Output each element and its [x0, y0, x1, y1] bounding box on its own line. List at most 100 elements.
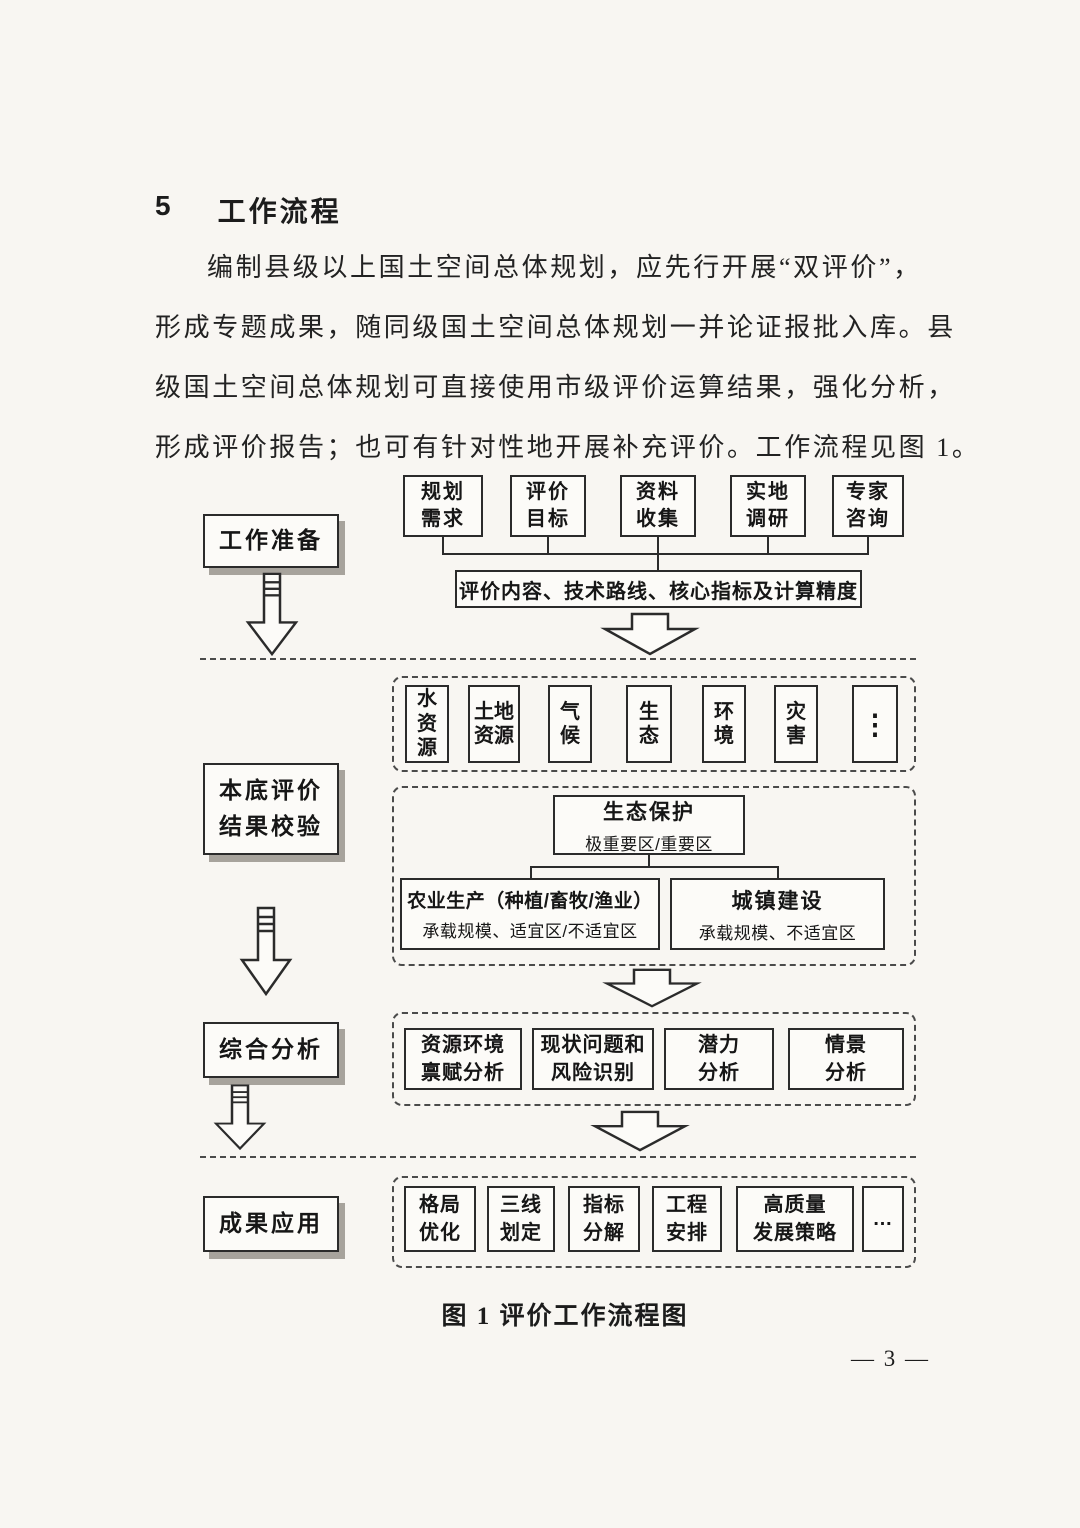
connector-line	[442, 537, 444, 554]
agriculture-title: 农业生产（种植/畜牧/渔业）	[407, 891, 653, 912]
down-arrow-icon	[603, 612, 697, 656]
eco-protection-box: 生态保护 极重要区/重要区	[553, 795, 745, 855]
app-box-pattern-optimization: 格局 优化	[404, 1186, 476, 1252]
stage-box-comprehensive-analysis: 综合分析	[203, 1022, 339, 1078]
down-arrow-icon	[214, 1084, 266, 1150]
eco-protection-title: 生态保护	[603, 800, 695, 824]
analysis-box-problems-risks: 现状问题和 风险识别	[532, 1028, 654, 1090]
element-label: 土地资源	[474, 700, 514, 747]
element-box-ecology: 生态	[626, 685, 672, 763]
phase-separator-line	[200, 658, 916, 660]
phase-separator-line	[200, 1156, 916, 1158]
connector-line	[777, 866, 779, 878]
analysis-label-line: 资源环境	[421, 1034, 505, 1056]
stage-label-line: 结果校验	[219, 813, 323, 839]
prep-output-label: 评价内容、技术路线、核心指标及计算精度	[459, 580, 858, 603]
input-label-line: 咨询	[846, 508, 890, 530]
analysis-box-endowment: 资源环境 禀赋分析	[404, 1028, 522, 1090]
eco-protection-subtitle: 极重要区/重要区	[585, 834, 713, 854]
app-box-project-arrangement: 工程 安排	[652, 1186, 722, 1252]
stage-label: 成果应用	[219, 1210, 323, 1237]
input-box-expert-consultation: 专家 咨询	[832, 475, 904, 537]
page-number: — 3 —	[851, 1346, 930, 1371]
input-label-line: 调研	[746, 508, 790, 530]
input-label-line: 资料	[636, 481, 680, 503]
app-label-line: 安排	[666, 1222, 708, 1244]
input-box-field-research: 实地 调研	[730, 475, 806, 537]
stage-box-baseline-evaluation: 本底评价 结果校验	[203, 763, 339, 855]
analysis-label-line: 风险识别	[551, 1062, 635, 1084]
down-arrow-icon	[246, 572, 298, 656]
agriculture-subtitle: 承载规模、适宜区/不适宜区	[422, 922, 638, 941]
down-arrow-icon	[605, 968, 699, 1008]
app-label-line: 分解	[583, 1222, 625, 1244]
analysis-label-line: 分析	[698, 1062, 740, 1084]
element-box-land-resources: 土地资源	[468, 685, 520, 763]
app-label-line: 指标	[583, 1194, 625, 1216]
input-label-line: 规划	[421, 481, 465, 503]
input-label-line: 收集	[636, 508, 680, 530]
vertical-ellipsis-icon: ⋮	[861, 708, 889, 740]
element-box-disaster: 灾害	[774, 685, 818, 763]
element-label: 气候	[560, 700, 580, 747]
agriculture-production-box: 农业生产（种植/畜牧/渔业） 承载规模、适宜区/不适宜区	[400, 878, 660, 950]
connector-line	[867, 537, 869, 554]
analysis-group-frame	[392, 1012, 916, 1106]
input-box-planning-demand: 规划 需求	[403, 475, 483, 537]
element-label: 水资源	[417, 688, 437, 760]
app-label-line: 格局	[419, 1194, 461, 1216]
app-label-line: 优化	[419, 1222, 461, 1244]
app-label-line: 划定	[500, 1222, 542, 1244]
section-number: 5	[155, 190, 174, 221]
input-label-line: 专家	[846, 481, 890, 503]
element-label: 生态	[639, 700, 659, 747]
analysis-label-line: 现状问题和	[540, 1034, 646, 1056]
input-label-line: 评价	[526, 481, 570, 503]
down-arrow-icon	[240, 906, 292, 996]
input-label-line: 实地	[746, 481, 790, 503]
connector-line	[648, 855, 650, 867]
connector-line	[657, 537, 659, 554]
section-title: 工作流程	[217, 196, 342, 227]
element-box-environment: 环境	[702, 685, 746, 763]
stage-label: 综合分析	[219, 1036, 323, 1063]
app-box-indicator-decomposition: 指标 分解	[568, 1186, 640, 1252]
element-box-water-resources: 水资源	[405, 685, 449, 763]
element-label: 灾害	[786, 700, 806, 747]
connector-line	[767, 537, 769, 554]
analysis-label-line: 分析	[825, 1062, 867, 1084]
paragraph-line: 形成评价报告；也可有针对性地开展补充评价。工作流程见图 1。	[155, 433, 981, 462]
analysis-label-line: 潜力	[698, 1034, 740, 1056]
app-box-high-quality-strategy: 高质量 发展策略	[736, 1186, 854, 1252]
figure-caption: 图 1 评价工作流程图	[441, 1303, 689, 1330]
connector-line	[442, 553, 869, 555]
paragraph-line: 编制县级以上国土空间总体规划，应先行开展“双评价”，	[207, 253, 922, 282]
stage-box-work-preparation: 工作准备	[203, 514, 339, 568]
paragraph-line: 形成专题成果，随同级国土空间总体规划一并论证报批入库。县	[155, 313, 956, 342]
stage-box-result-application: 成果应用	[203, 1196, 339, 1252]
app-label-line: 工程	[666, 1194, 708, 1216]
connector-line	[657, 554, 659, 571]
analysis-box-potential: 潜力 分析	[664, 1028, 774, 1090]
element-label: 环境	[714, 700, 734, 747]
urban-construction-box: 城镇建设 承载规模、不适宜区	[670, 878, 885, 950]
element-box-climate: 气候	[548, 685, 592, 763]
connector-line	[547, 537, 549, 554]
app-label-line: 高质量	[763, 1194, 827, 1216]
horizontal-ellipsis-icon: …	[872, 1208, 894, 1230]
input-box-data-collection: 资料 收集	[620, 475, 696, 537]
urban-subtitle: 承载规模、不适宜区	[698, 923, 857, 943]
analysis-label-line: 情景	[825, 1034, 867, 1056]
elements-group-frame	[392, 676, 916, 772]
connector-line	[530, 866, 778, 868]
app-label-line: 发展策略	[753, 1222, 837, 1244]
analysis-box-scenario: 情景 分析	[788, 1028, 904, 1090]
stage-label-line: 本底评价	[219, 777, 323, 804]
element-box-ellipsis: ⋮	[852, 685, 898, 763]
input-label-line: 目标	[526, 508, 570, 530]
down-arrow-icon	[593, 1110, 687, 1152]
app-box-three-lines-delineation: 三线 划定	[487, 1186, 555, 1252]
input-box-evaluation-goal: 评价 目标	[510, 475, 586, 537]
application-group-frame	[392, 1176, 916, 1268]
